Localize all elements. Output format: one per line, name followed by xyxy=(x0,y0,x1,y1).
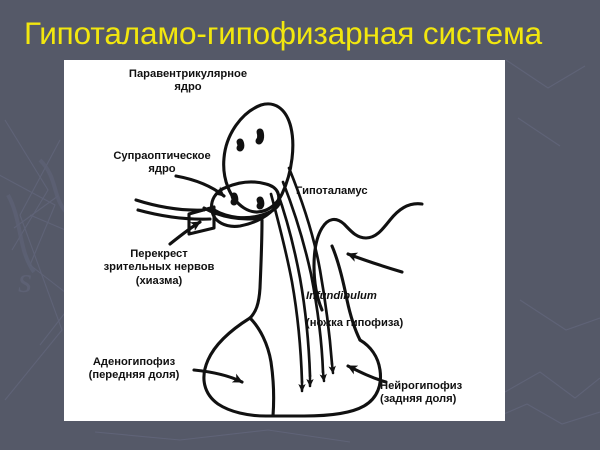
label-adenohypophysis: Аденогипофиз (передняя доля) xyxy=(88,356,180,382)
page-title: Гипоталамо-гипофизарная система xyxy=(24,15,543,51)
svg-text:s: s xyxy=(18,260,32,300)
label-infundibulum-subtitle: (ножка гипофиза) xyxy=(306,317,404,330)
label-optic-chiasm: Перекрест зрительных нервов (хиазма) xyxy=(103,248,215,287)
label-supraoptic-nucleus: Супраоптическое ядро xyxy=(113,150,211,176)
anatomy-illustration xyxy=(134,102,424,418)
label-hypothalamus: Гипоталамус xyxy=(296,185,368,197)
label-infundibulum-title: Infundibulum xyxy=(306,290,377,303)
label-paraventricular-nucleus: Паравентрикулярное ядро xyxy=(128,68,248,94)
diagram-panel: Паравентрикулярное ядро Супраоптическое … xyxy=(64,60,505,421)
label-neurohypophysis: Нейрогипофиз (задняя доля) xyxy=(380,380,463,406)
label-infundibulum: Infundibulum (ножка гипофиза) xyxy=(306,277,466,344)
